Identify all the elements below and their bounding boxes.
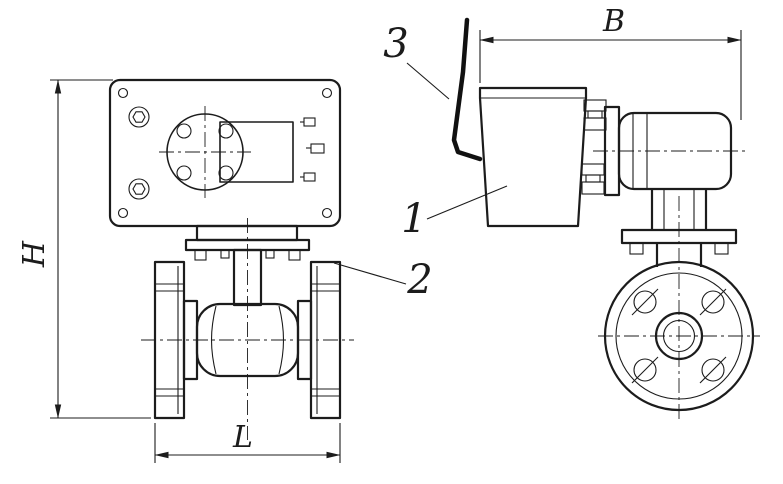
leader-line — [406, 62, 450, 100]
bolt-hole — [218, 123, 234, 139]
bolt-hole — [176, 165, 192, 181]
flange-bolt-holes — [631, 288, 727, 384]
hex-flat-icon — [132, 183, 146, 195]
gland-nut-icon — [583, 117, 607, 131]
mounting-bolts — [194, 249, 301, 261]
part-number-3: 3 — [383, 21, 408, 67]
cable-gland-bottom — [581, 163, 605, 195]
gland-nut-icon — [581, 163, 605, 176]
corner-screw-icon — [117, 87, 129, 99]
gland-nut-icon — [583, 99, 607, 112]
part-number-1: 1 — [401, 196, 426, 242]
corner-screw-icon — [321, 87, 333, 99]
callout-3: 3 — [383, 21, 450, 100]
bolt-hole-slash — [631, 356, 659, 384]
connector-icon — [303, 117, 316, 127]
bolt-hole — [633, 290, 657, 314]
gland-neck-icon — [587, 110, 603, 119]
support-column — [650, 189, 708, 230]
bolt-icon — [194, 249, 207, 261]
power-cable — [451, 17, 483, 162]
part-number-2: 2 — [406, 257, 432, 303]
bolt-icon — [288, 249, 301, 261]
bolt-hole — [633, 358, 657, 382]
bolt-hole-slash — [699, 356, 727, 384]
bolt-hole — [701, 358, 725, 382]
bolt-icon — [714, 242, 729, 255]
leader-line — [333, 262, 407, 285]
actuator-adapter — [195, 224, 299, 242]
flange-circular-face — [598, 196, 760, 420]
bolt-hole — [701, 290, 725, 314]
bolt-hole-slash — [699, 288, 727, 316]
connector-icon — [310, 143, 325, 154]
dimension-H: H — [17, 79, 151, 419]
bolt-hole — [218, 165, 234, 181]
bolt-icon — [265, 249, 275, 259]
cable-gland-top — [583, 99, 607, 131]
dimension-label-B: B — [602, 4, 625, 39]
terminal-connectors — [300, 117, 325, 182]
dimension-B: B — [479, 4, 742, 120]
corner-screws — [117, 87, 333, 219]
side-view — [451, 17, 760, 420]
hex-socket-screws — [128, 106, 150, 200]
bolt-hole-slash — [631, 288, 659, 316]
corner-screw-icon — [321, 207, 333, 219]
hex-flat-icon — [132, 111, 146, 123]
connector-icon — [303, 172, 316, 182]
dimension-label-L: L — [232, 420, 253, 455]
bolt-circle-cluster — [159, 106, 251, 198]
callout-1: 1 — [401, 185, 508, 242]
bolt-hole — [176, 123, 192, 139]
control-housing — [478, 86, 588, 228]
gland-neck-icon — [585, 174, 601, 183]
actuator-control-box — [108, 78, 342, 228]
hex-screw-icon — [128, 178, 150, 200]
gland-nut-icon — [581, 181, 605, 195]
corner-screw-icon — [117, 207, 129, 219]
hex-screw-icon — [128, 106, 150, 128]
bolt-icon — [629, 242, 644, 255]
callout-2: 2 — [333, 257, 433, 303]
front-view — [108, 78, 354, 440]
body-seam — [211, 305, 217, 375]
bolt-icon — [220, 249, 230, 259]
dimension-L: L — [154, 420, 341, 463]
dimension-label-H: H — [17, 240, 52, 268]
leader-line — [426, 185, 508, 220]
